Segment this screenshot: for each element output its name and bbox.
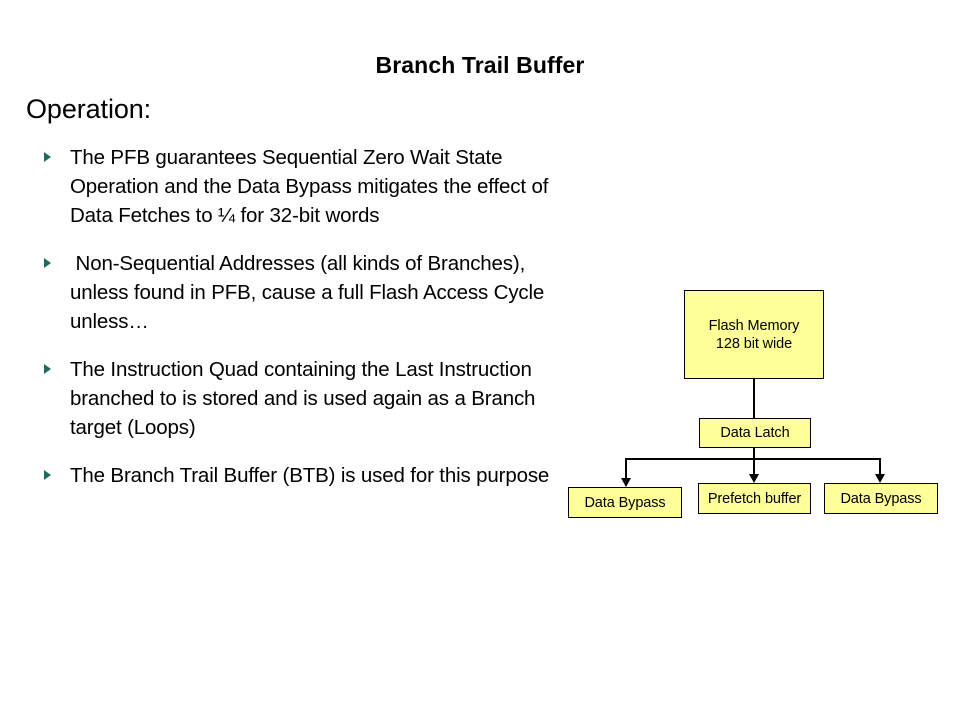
list-item: The PFB guarantees Sequential Zero Wait … (42, 143, 552, 230)
section-heading-operation: Operation: (26, 94, 152, 124)
list-item: Non-Sequential Addresses (all kinds of B… (42, 249, 552, 336)
triangle-bullet-icon (44, 364, 51, 374)
connector-drop-middle (753, 458, 755, 475)
arrow-down-icon (620, 478, 631, 487)
diagram-box-data-bypass-left: Data Bypass (568, 487, 682, 518)
diagram-box-flash-memory-line1: Flash Memory (708, 317, 800, 334)
list-item-text: Non-Sequential Addresses (all kinds of B… (70, 252, 550, 333)
diagram-box-data-latch-label: Data Latch (720, 425, 790, 441)
arrow-down-icon (874, 474, 885, 483)
list-item-text: The Instruction Quad containing the Last… (70, 358, 541, 439)
list-item-text: The PFB guarantees Sequential Zero Wait … (70, 146, 554, 227)
diagram-box-prefetch-buffer-label: Prefetch buffer (707, 490, 802, 507)
diagram-box-data-bypass-right-label: Data Bypass (840, 490, 922, 507)
diagram-box-data-bypass-left-label: Data Bypass (584, 494, 666, 511)
triangle-bullet-icon (44, 152, 51, 162)
diagram-box-flash-memory-line2: 128 bit wide (715, 335, 793, 352)
arrow-down-icon (748, 474, 759, 483)
diagram-box-data-bypass-right: Data Bypass (824, 483, 938, 514)
bullet-list: The PFB guarantees Sequential Zero Wait … (42, 143, 552, 509)
list-item: The Instruction Quad containing the Last… (42, 355, 552, 442)
connector-drop-right (879, 458, 881, 475)
connector-latch-to-distributor (753, 448, 755, 459)
diagram-box-data-latch: Data Latch (699, 418, 811, 448)
triangle-bullet-icon (44, 470, 51, 480)
connector-flash-to-latch (753, 379, 755, 418)
list-item-text: The Branch Trail Buffer (BTB) is used fo… (70, 464, 550, 487)
page-title: Branch Trail Buffer (375, 52, 585, 78)
diagram-box-prefetch-buffer: Prefetch buffer (698, 483, 811, 514)
diagram-box-flash-memory: Flash Memory 128 bit wide (684, 290, 824, 379)
triangle-bullet-icon (44, 258, 51, 268)
list-item: The Branch Trail Buffer (BTB) is used fo… (42, 461, 552, 490)
connector-drop-left (625, 458, 627, 479)
